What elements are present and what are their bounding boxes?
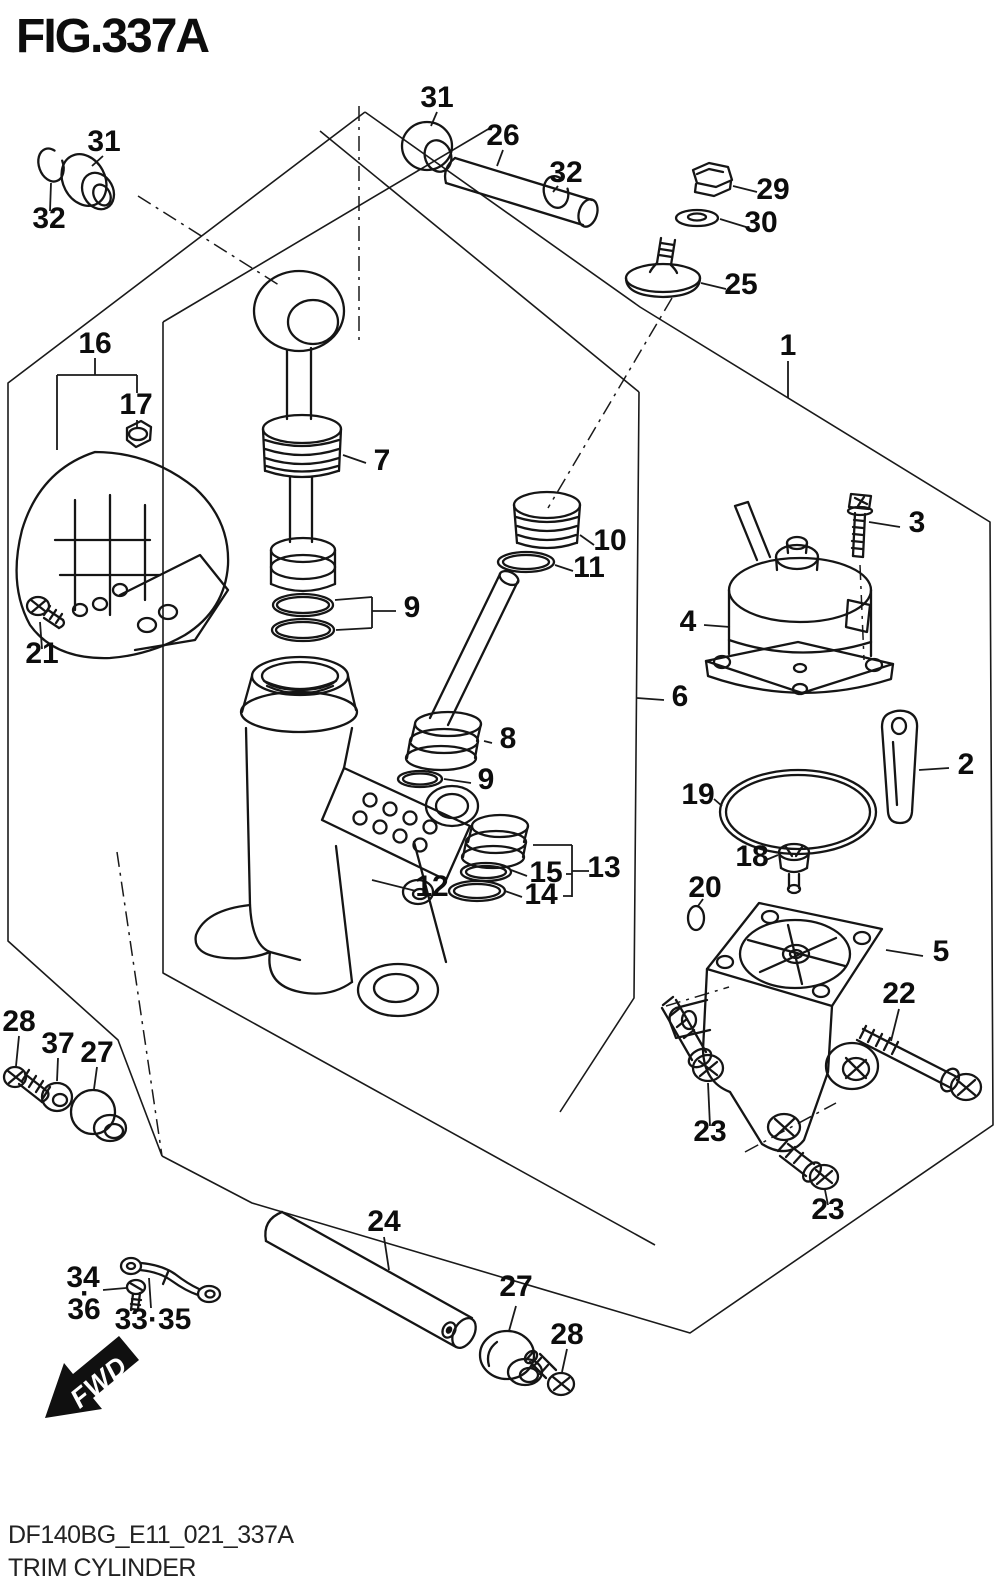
callout-8: 8 (500, 722, 517, 755)
callout-31: 31 (87, 125, 120, 158)
part-o-ring-14 (447, 879, 507, 903)
callout-9: 9 (478, 763, 495, 796)
callout-26: 26 (486, 119, 519, 152)
part-motor-bolt-3 (846, 492, 874, 559)
callout-5: 5 (933, 935, 950, 968)
callout-23: 23 (693, 1115, 726, 1148)
part-washer-30 (674, 208, 720, 228)
part-lock-nut (691, 161, 734, 198)
part-housing-bolt-23-left (660, 995, 725, 1083)
panel-outlines (7, 111, 994, 1334)
part-mount-bracket-16 (15, 450, 230, 660)
part-valve-18 (777, 842, 811, 895)
footer-doc-code: DF140BG_E11_021_337A (8, 1521, 294, 1549)
callout-28: 28 (2, 1005, 35, 1038)
part-snap-ring-upper-left (37, 147, 65, 183)
callout-3: 3 (909, 506, 926, 539)
part-o-ring-11 (496, 550, 556, 574)
part-housing-bolt-22 (855, 1024, 983, 1102)
callout-18: 18 (735, 840, 768, 873)
callout-25: 25 (724, 268, 757, 301)
callout-11: 11 (573, 551, 605, 584)
part-cable-screw-33 (125, 1278, 147, 1312)
callout-·: · (80, 1277, 90, 1310)
callout-27: 27 (80, 1036, 113, 1069)
part-mount-bolt-28-right (523, 1349, 576, 1397)
callout-32: 32 (549, 156, 582, 189)
part-bracket-bolt-21 (25, 595, 66, 630)
callout-36: 36 (67, 1293, 100, 1326)
callout-10: 10 (593, 524, 626, 557)
callout-37: 37 (41, 1027, 74, 1060)
callout-14: 14 (524, 878, 558, 911)
callout-32: 32 (32, 202, 65, 235)
callout-20: 20 (688, 871, 721, 904)
part-trim-eye-bushing-upper-left (60, 153, 116, 211)
part-backup-ring-15 (459, 861, 513, 883)
part-o-ring-20 (686, 904, 706, 932)
part-trim-rod-24 (264, 1210, 477, 1349)
part-snap-ring-upper-mid (542, 175, 570, 209)
part-cap-17 (125, 419, 153, 449)
part-pump-housing-5 (668, 901, 884, 1153)
callout-30: 30 (744, 206, 777, 239)
part-o-ring-9-lower (396, 769, 444, 789)
part-manual-release-screw (624, 236, 702, 299)
callout-21: 21 (25, 637, 58, 670)
callout-27: 27 (499, 1270, 532, 1303)
callout-23: 23 (811, 1193, 844, 1226)
part-rod-seal-stack (404, 710, 483, 772)
figure-title: FIG.337A (16, 10, 209, 63)
part-washer-37 (40, 1081, 74, 1113)
part-gland-spacer (269, 536, 337, 593)
callout-4: 4 (680, 605, 697, 638)
callout-6: 6 (672, 680, 689, 713)
part-trim-eye-bushing-upper-mid (400, 120, 454, 173)
callout-13: 13 (587, 851, 620, 884)
part-housing-bolt-23-right (776, 1139, 840, 1191)
callout-28: 28 (550, 1318, 583, 1351)
part-retainer-lever-2 (880, 709, 919, 825)
part-push-rod (428, 569, 520, 727)
part-piston-rod (252, 269, 346, 544)
callout-9: 9 (404, 591, 421, 624)
part-cylinder-gland-nut (261, 413, 343, 479)
part-bushing-27-right (478, 1329, 544, 1387)
callout-17: 17 (119, 388, 152, 421)
callout-7: 7 (374, 444, 391, 477)
part-piston-o-rings (270, 592, 336, 643)
part-ground-cable-35 (119, 1256, 222, 1304)
callout-16: 16 (78, 327, 111, 360)
leader-lines (15, 111, 950, 1373)
footer-caption: TRIM CYLINDER (8, 1554, 196, 1582)
callout-19: 19 (681, 778, 714, 811)
fwd-arrow: FWD (45, 1336, 139, 1418)
part-free-piston-cap (512, 490, 582, 550)
callout-29: 29 (756, 173, 789, 206)
part-seal-housing-13 (460, 813, 530, 870)
part-bushing-27-left (69, 1088, 128, 1143)
callout-34: 34 (66, 1261, 100, 1294)
callout-15: 15 (529, 856, 562, 889)
callout-22: 22 (882, 977, 915, 1010)
callout-1: 1 (780, 329, 797, 362)
part-pump-motor (704, 500, 895, 696)
callout-12: 12 (415, 870, 448, 903)
callout-2: 2 (958, 748, 975, 781)
callout-33·35: 33·35 (115, 1303, 192, 1336)
callout-24: 24 (367, 1205, 401, 1238)
hidden-axis-lines (116, 106, 865, 1157)
part-trim-cylinder-body (194, 655, 480, 1018)
callout-31: 31 (420, 81, 453, 114)
